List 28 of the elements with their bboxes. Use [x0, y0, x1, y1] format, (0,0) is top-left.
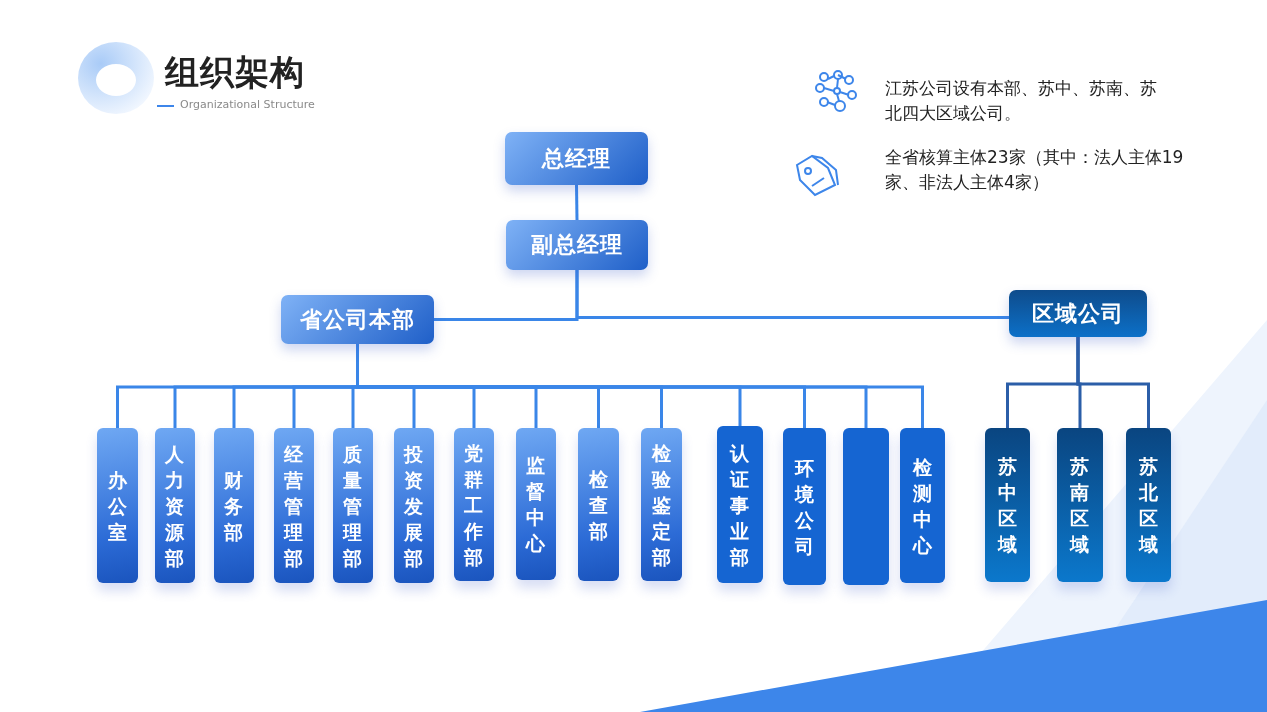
connector-line	[575, 270, 1009, 319]
department-box: 检验鉴定部	[641, 428, 682, 581]
department-box: 监督中心	[516, 428, 556, 580]
department-box: 财务部	[214, 428, 254, 583]
position-box: 总经理	[505, 132, 648, 185]
position-box: 副总经理	[506, 220, 648, 270]
department-box: 经营管理部	[274, 428, 314, 583]
department-box: 检查部	[578, 428, 619, 581]
department-box: 质量管理部	[333, 428, 373, 583]
region-box: 苏中区域	[985, 428, 1030, 582]
department-box: 认证事业部	[717, 426, 763, 583]
note-text: 江苏公司设有本部、苏中、苏南、苏北四大区域公司。	[885, 77, 1158, 125]
department-box	[843, 428, 889, 585]
department-box: 党群工作部	[454, 428, 494, 581]
page-title: 组织架构	[165, 51, 305, 94]
note-text: 全省核算主体23家（其中：法人主体19家、非法人主体4家）	[885, 146, 1185, 194]
region-box: 苏北区域	[1126, 428, 1171, 582]
connector-line	[1076, 337, 1150, 428]
region-box: 苏南区域	[1057, 428, 1103, 582]
position-box: 省公司本部	[281, 295, 434, 344]
department-box: 办公室	[97, 428, 138, 583]
department-box: 环境公司	[783, 428, 826, 585]
department-box: 人力资源部	[155, 428, 195, 583]
position-box: 区域公司	[1009, 290, 1147, 337]
department-box: 投资发展部	[394, 428, 434, 583]
connector-line	[575, 184, 579, 221]
department-box: 检测中心	[900, 428, 945, 583]
subtitle: Organizational Structure	[180, 98, 315, 111]
